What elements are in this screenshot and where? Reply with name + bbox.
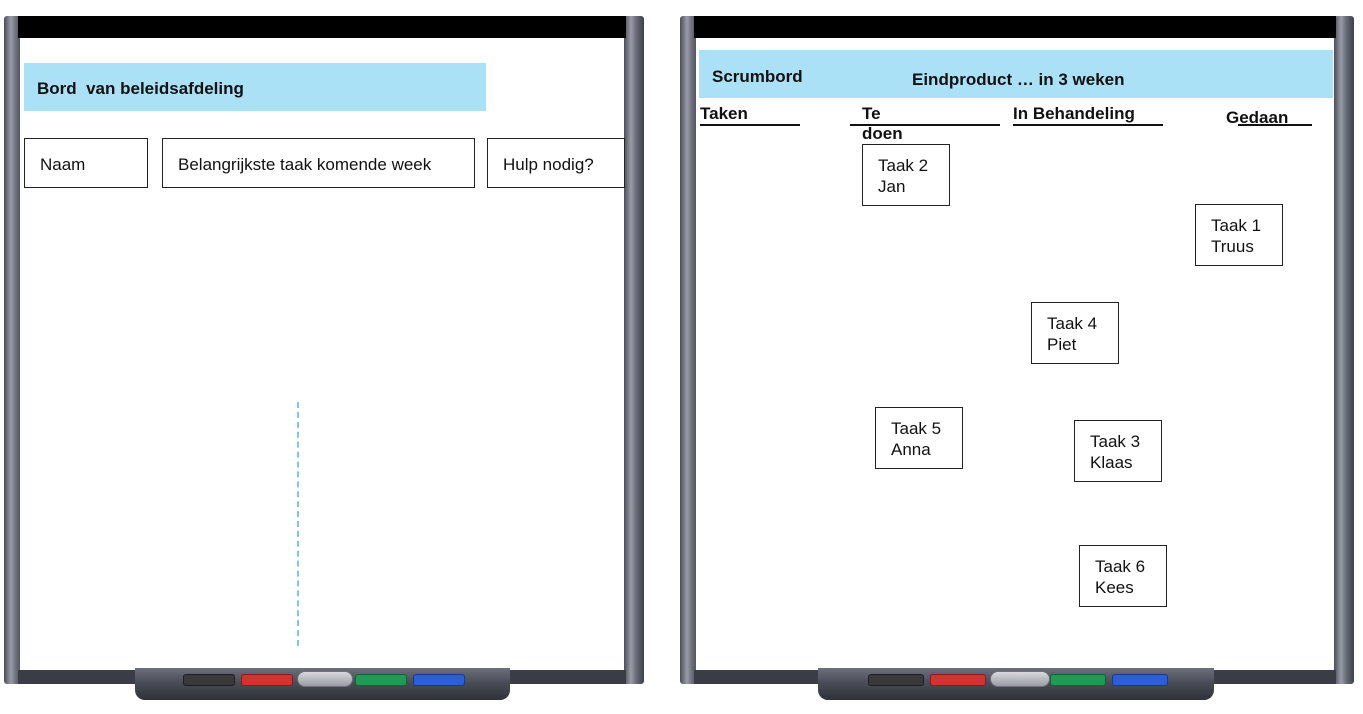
column-underline-in-behandeling: [1013, 124, 1163, 126]
column-label-naam: Naam: [40, 155, 86, 174]
left-board-surface: [20, 38, 624, 670]
column-underline-taken: [700, 124, 800, 126]
task-card-title: Taak 5: [891, 419, 942, 438]
scrumbord-title: Scrumbord: [712, 67, 803, 86]
left-board-title-banner: Bord van beleidsafdeling: [24, 63, 486, 111]
task-card[interactable]: Taak 3 Klaas: [1074, 420, 1162, 482]
blue-pen[interactable]: [1112, 674, 1168, 686]
task-card[interactable]: Taak 4 Piet: [1031, 302, 1119, 364]
column-header-taken: Taken: [700, 104, 748, 123]
column-header-te-doen: Te doen: [862, 104, 903, 143]
eindproduct-title: Eindproduct … in 3 weken: [912, 70, 1125, 89]
task-card-title: Taak 4: [1047, 314, 1098, 333]
task-card-title: Taak 2: [878, 156, 929, 175]
task-card-title: Taak 6: [1095, 557, 1146, 576]
right-board-surface: [696, 38, 1334, 670]
green-pen[interactable]: [1050, 674, 1106, 686]
column-underline-te-doen: [850, 124, 1000, 126]
left-board-frame-right: [624, 16, 644, 684]
column-label-hulp-nodig: Hulp nodig?: [503, 155, 594, 174]
task-card-owner: Klaas: [1090, 453, 1133, 472]
black-pen[interactable]: [183, 674, 235, 686]
column-underline-gedaan: [1238, 124, 1312, 126]
right-board-title-banner: Scrumbord Eindproduct … in 3 weken: [699, 50, 1333, 98]
left-pen-tray: [135, 668, 510, 700]
eraser[interactable]: [297, 671, 353, 687]
left-board-title: Bord van beleidsafdeling: [37, 79, 244, 98]
column-box-hulp-nodig: Hulp nodig?: [487, 138, 625, 188]
task-card[interactable]: Taak 5 Anna: [875, 407, 963, 469]
right-board-frame-left: [680, 16, 700, 684]
black-pen[interactable]: [868, 674, 924, 686]
right-board-top-bar: [694, 16, 1336, 38]
eraser[interactable]: [990, 671, 1050, 687]
task-card[interactable]: Taak 1 Truus: [1195, 204, 1283, 266]
task-card[interactable]: Taak 6 Kees: [1079, 545, 1167, 607]
column-header-in-behandeling: In Behandeling: [1013, 104, 1135, 123]
left-board-frame-left: [4, 16, 24, 684]
right-board-frame-right: [1334, 16, 1354, 684]
red-pen[interactable]: [241, 674, 293, 686]
dashed-divider-line: [297, 402, 299, 646]
green-pen[interactable]: [355, 674, 407, 686]
blue-pen[interactable]: [413, 674, 465, 686]
task-card-owner: Truus: [1211, 237, 1254, 256]
task-card-owner: Piet: [1047, 335, 1077, 354]
task-card[interactable]: Taak 2 Jan: [862, 144, 950, 206]
right-pen-tray: [818, 668, 1214, 700]
left-board-top-bar: [18, 16, 626, 38]
column-box-naam: Naam: [24, 138, 148, 188]
task-card-title: Taak 1: [1211, 216, 1262, 235]
column-box-belangrijkste-taak: Belangrijkste taak komende week: [162, 138, 475, 188]
task-card-owner: Jan: [878, 177, 906, 196]
column-header-gedaan: Gedaan: [1226, 108, 1289, 127]
red-pen[interactable]: [930, 674, 986, 686]
task-card-title: Taak 3: [1090, 432, 1141, 451]
task-card-owner: Anna: [891, 440, 931, 459]
column-label-belangrijkste-taak: Belangrijkste taak komende week: [178, 155, 432, 174]
task-card-owner: Kees: [1095, 578, 1134, 597]
